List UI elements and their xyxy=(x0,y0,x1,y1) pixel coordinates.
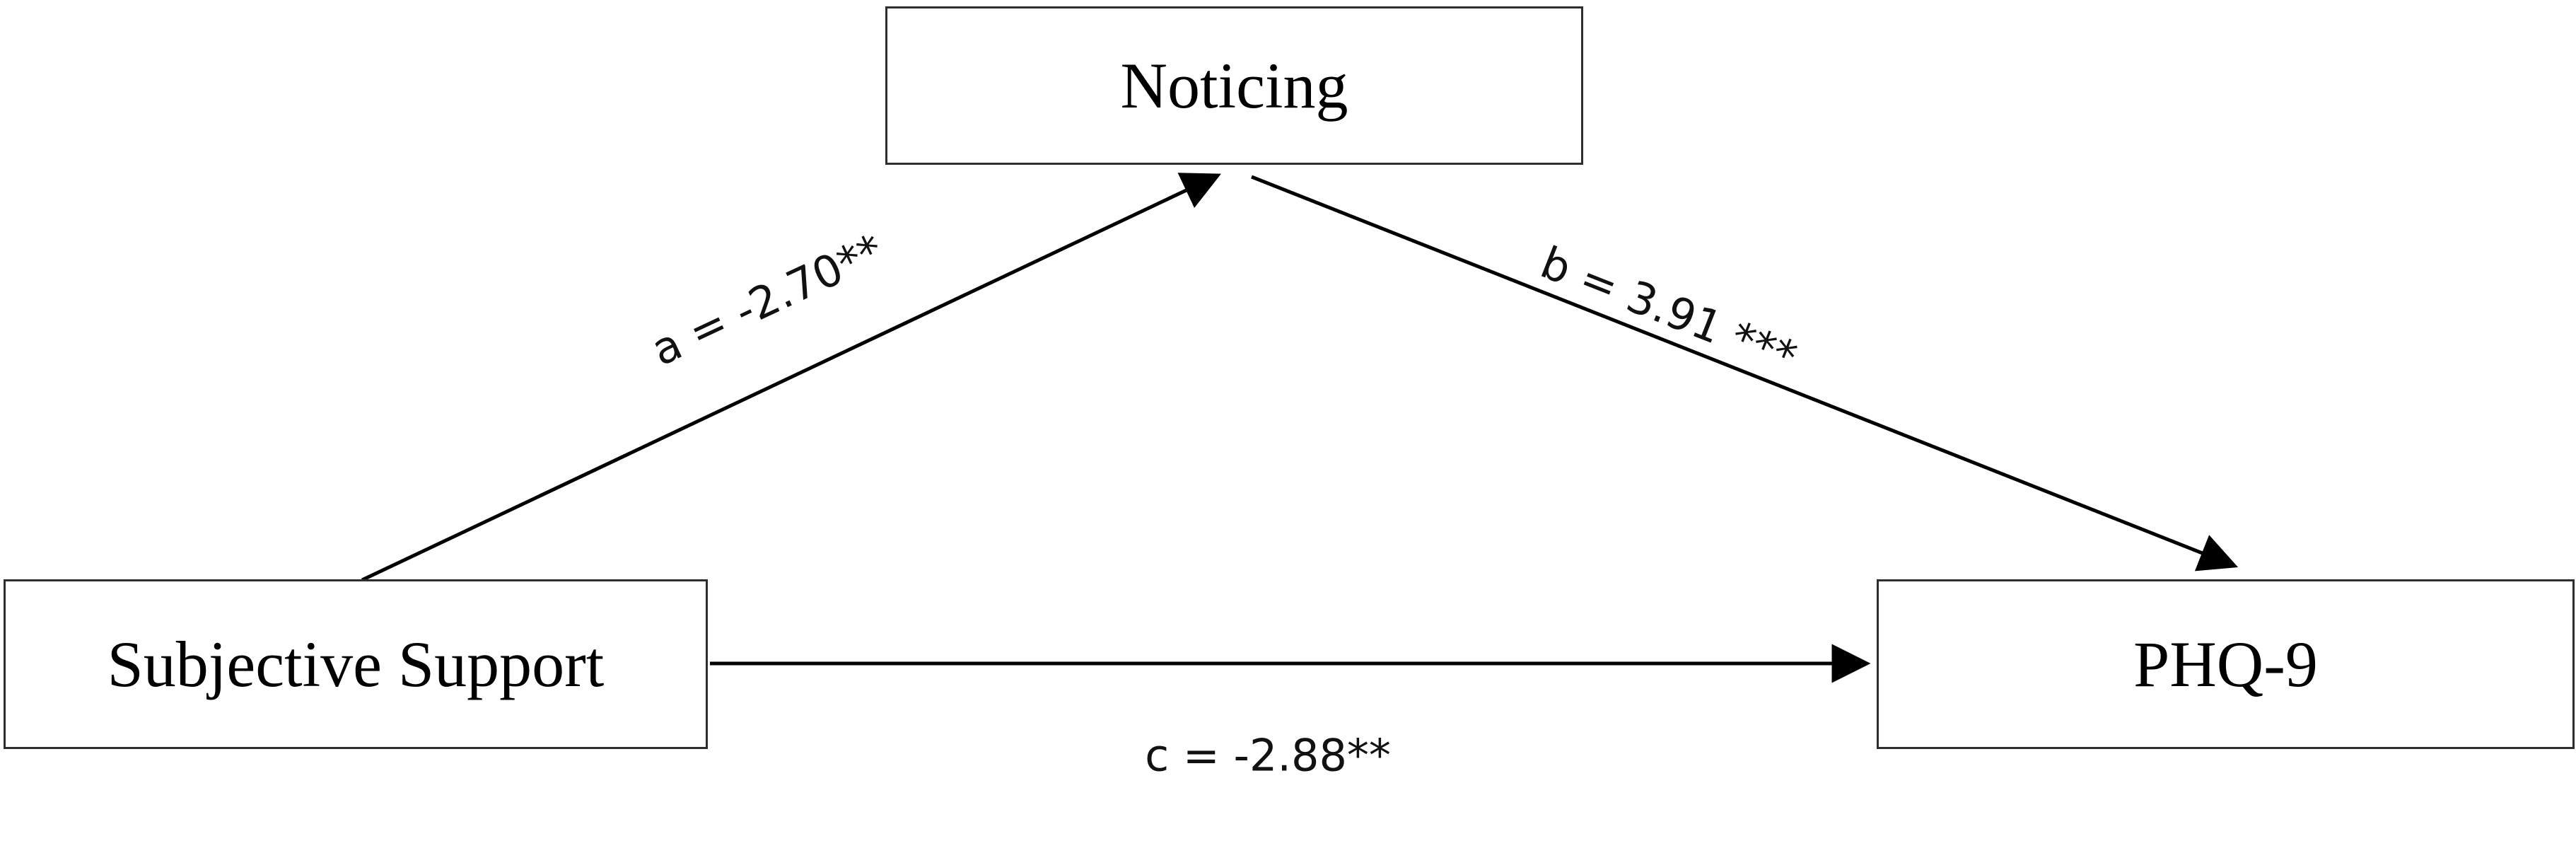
outcome-label: PHQ-9 xyxy=(2133,628,2318,700)
outcome-box: PHQ-9 xyxy=(1877,579,2575,749)
path-c-label: c = -2.88** xyxy=(1145,729,1391,782)
predictor-box: Subjective Support xyxy=(4,579,708,749)
predictor-label: Subjective Support xyxy=(107,628,605,700)
path-b-arrow xyxy=(1251,175,2239,572)
mediator-label: Noticing xyxy=(1120,50,1348,122)
mediator-box: Noticing xyxy=(885,6,1583,165)
path-a-arrow xyxy=(361,173,1221,582)
